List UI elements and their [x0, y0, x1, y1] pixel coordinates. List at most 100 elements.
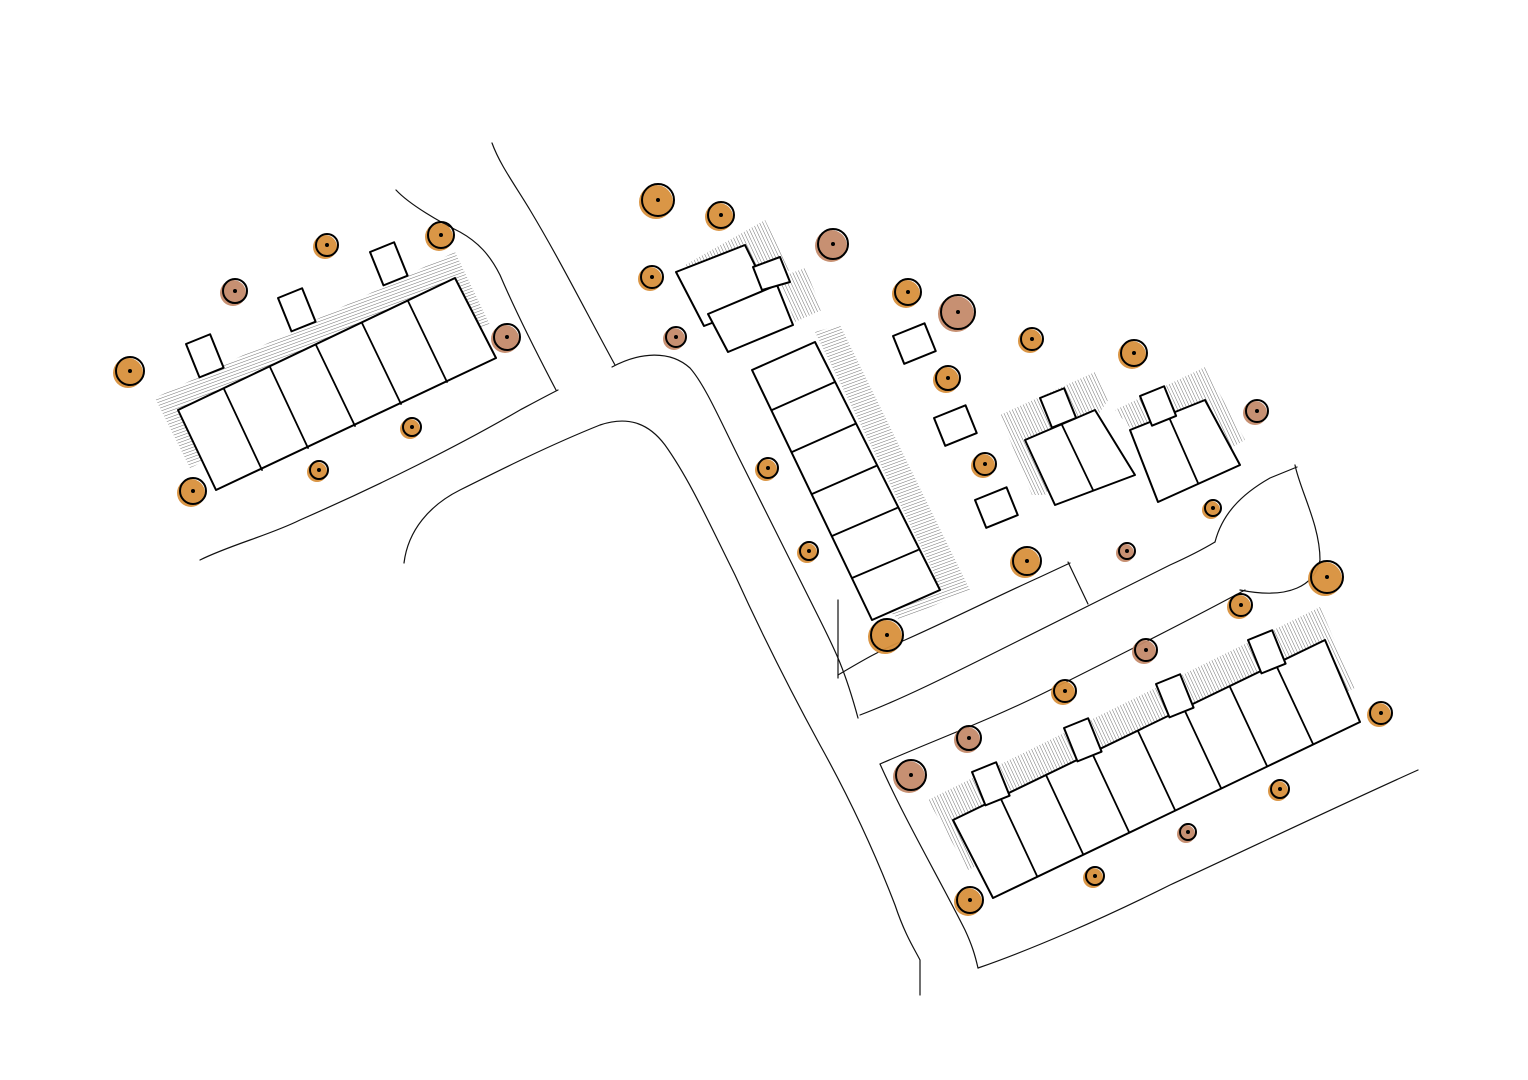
- tree-trunk: [1186, 830, 1190, 834]
- tree-trunk: [191, 489, 195, 493]
- shed: [1155, 673, 1195, 719]
- tree-canopy: [1010, 548, 1040, 578]
- terrace-se-party-wall: [1183, 708, 1222, 789]
- tree-outline: [1012, 546, 1042, 576]
- cul-de-sac-east: [1239, 464, 1321, 594]
- tree-trunk: [1379, 711, 1383, 715]
- tree-outline: [427, 221, 455, 249]
- semi-detached-east: [1000, 367, 1245, 506]
- tree-icon: [797, 541, 819, 563]
- tree-outline: [1085, 866, 1105, 886]
- tree-outline: [870, 618, 904, 652]
- tree-outline: [1310, 560, 1344, 594]
- estate-nw-boundary: [395, 189, 557, 391]
- east-access-road-south: [859, 541, 1216, 716]
- tree-icon: [1051, 679, 1077, 705]
- tree-outline: [1229, 593, 1253, 617]
- garage: [752, 256, 791, 291]
- shed: [1039, 387, 1078, 429]
- tree-canopy: [1118, 341, 1146, 369]
- tree-canopy: [815, 230, 847, 262]
- tree-trunk: [233, 289, 237, 293]
- terrace-nw-party-wall: [223, 388, 263, 471]
- curved-road-west-edge: [403, 420, 921, 996]
- tree-outline: [1245, 399, 1269, 423]
- tree-outline: [1020, 327, 1044, 351]
- tree-trunk: [1030, 337, 1034, 341]
- tree-canopy: [177, 479, 205, 507]
- terrace-nw-block: [177, 277, 497, 491]
- shed: [892, 322, 937, 365]
- terrace-nw-party-wall: [315, 344, 356, 427]
- tree-icon: [400, 417, 422, 439]
- tree-outline: [799, 541, 819, 561]
- tree-outline: [894, 278, 922, 306]
- terrace-nw-party-wall: [407, 300, 448, 383]
- tree-canopy: [954, 888, 982, 916]
- tree-trunk: [1144, 648, 1148, 652]
- tree-icon: [1018, 327, 1044, 353]
- terrace-se-party-wall: [1137, 730, 1176, 811]
- cul-de-sac-curve: [1214, 466, 1298, 543]
- tree-icon: [1083, 866, 1105, 888]
- tree-icon: [1118, 339, 1148, 369]
- tree-layer: [113, 183, 1393, 916]
- tree-canopy: [1308, 562, 1342, 596]
- tree-outline: [115, 356, 145, 386]
- semi-b-party-wall: [1167, 414, 1199, 484]
- tree-trunk: [128, 369, 132, 373]
- tree-icon: [639, 183, 675, 219]
- villa-second: [707, 284, 794, 353]
- tree-trunk: [831, 242, 835, 246]
- tree-trunk: [1211, 506, 1215, 510]
- shed-column: [892, 322, 1019, 529]
- tree-icon: [113, 356, 145, 388]
- terrace-north-hatch-side: [815, 325, 970, 620]
- terrace-se-party-wall: [1275, 664, 1314, 745]
- tree-trunk: [885, 633, 889, 637]
- tree-trunk: [719, 213, 723, 217]
- terrace-north-party-wall: [791, 423, 856, 453]
- tree-trunk: [909, 773, 913, 777]
- tree-trunk: [968, 898, 972, 902]
- tree-outline: [640, 265, 664, 289]
- terrace-se: [928, 607, 1361, 899]
- tree-canopy: [893, 761, 925, 793]
- tree-trunk: [1278, 787, 1282, 791]
- tree-outline: [1179, 823, 1197, 841]
- tree-icon: [638, 265, 664, 291]
- tree-canopy: [491, 325, 519, 353]
- estate-se-south-edge: [977, 769, 1419, 969]
- tree-outline: [935, 365, 961, 391]
- tree-outline: [956, 886, 984, 914]
- tree-trunk: [1093, 874, 1097, 878]
- east-access-road-north: [837, 562, 1071, 676]
- shed: [1139, 385, 1178, 427]
- tree-canopy: [1177, 825, 1195, 843]
- shed: [1063, 717, 1103, 763]
- tree-outline: [1204, 499, 1222, 517]
- tree-trunk: [956, 310, 960, 314]
- tree-outline: [956, 725, 982, 751]
- tree-icon: [1367, 701, 1393, 727]
- terrace-nw-party-wall: [361, 322, 402, 405]
- tree-trunk: [325, 243, 329, 247]
- terrace-se-party-wall: [1045, 774, 1084, 855]
- estate-nw-road-edge: [199, 389, 559, 561]
- terrace-se-party-wall: [1091, 752, 1130, 833]
- tree-icon: [815, 228, 849, 262]
- tree-icon: [307, 460, 329, 482]
- tree-icon: [971, 452, 997, 478]
- tree-icon: [1268, 779, 1290, 801]
- tree-outline: [707, 201, 735, 229]
- tree-outline: [1134, 638, 1158, 662]
- shed: [971, 761, 1011, 807]
- tree-trunk: [807, 549, 811, 553]
- tree-icon: [705, 201, 735, 231]
- tree-trunk: [1132, 351, 1136, 355]
- shed: [185, 333, 225, 379]
- terrace-se-party-wall: [999, 796, 1038, 877]
- tree-trunk: [317, 468, 321, 472]
- tree-icon: [425, 221, 455, 251]
